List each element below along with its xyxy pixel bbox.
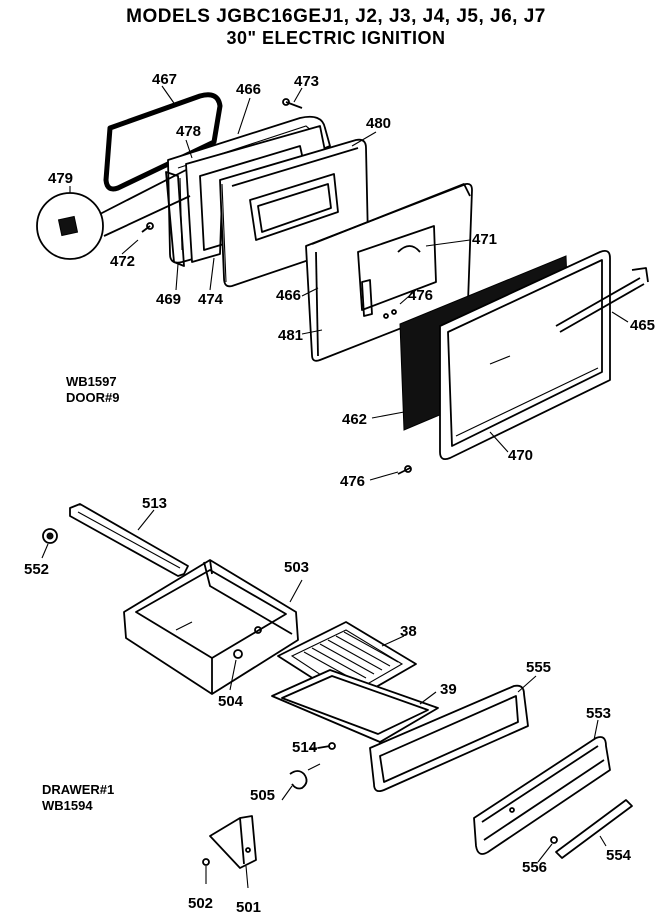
callout-501: 501	[236, 899, 261, 916]
callout-462: 462	[342, 411, 367, 428]
bracket-501	[209, 815, 257, 869]
callout-480: 480	[366, 115, 391, 132]
diagram-title: MODELS JGBC16GEJ1, J2, J3, J4, J5, J6, J…	[126, 6, 546, 27]
diagram-subtitle: 30" ELECTRIC IGNITION	[226, 28, 446, 48]
callout-38: 38	[400, 623, 417, 640]
callout-503: 503	[284, 559, 309, 576]
front-door-panel-470	[439, 249, 611, 461]
trim-strip-554	[555, 799, 633, 859]
drawer-body-503	[123, 559, 299, 695]
callout-504: 504	[218, 693, 244, 710]
broiler-grid-slots	[303, 631, 399, 683]
callout-514: 514	[292, 739, 318, 756]
callout-467: 467	[152, 71, 177, 88]
callout-470: 470	[508, 447, 533, 464]
door-label: DOOR#9	[66, 390, 119, 405]
callout-502: 502	[188, 895, 213, 912]
drawer-label: DRAWER#1	[42, 782, 114, 797]
callout-505: 505	[250, 787, 275, 804]
callout-553: 553	[586, 705, 611, 722]
callout-465: 465	[630, 317, 655, 334]
door-gasket-467	[103, 92, 223, 192]
leader-lines	[41, 85, 629, 889]
callout-479: 479	[48, 170, 73, 187]
callout-513: 513	[142, 495, 167, 512]
callout-555: 555	[526, 659, 551, 676]
drawer-part-number: WB1594	[42, 798, 93, 813]
door-handle-465	[555, 277, 641, 327]
callout-478: 478	[176, 123, 201, 140]
callout-472: 472	[110, 253, 135, 270]
callout-556: 556	[522, 859, 547, 876]
callout-466-upper: 466	[236, 81, 261, 98]
callout-476-lower: 476	[340, 473, 365, 490]
callout-471: 471	[472, 231, 497, 248]
callout-39: 39	[440, 681, 457, 698]
callout-466-lower: 466	[276, 287, 301, 304]
callout-554: 554	[606, 847, 632, 864]
callout-473: 473	[294, 73, 319, 90]
door-part-number: WB1597	[66, 374, 117, 389]
broiler-pan-39	[271, 669, 439, 743]
callout-474: 474	[198, 291, 224, 308]
callout-469: 469	[156, 291, 181, 308]
spring-505	[289, 770, 308, 790]
callout-481: 481	[278, 327, 303, 344]
drawer-front-555	[369, 684, 529, 793]
door-side-frame-469	[165, 171, 185, 267]
callout-476-upper: 476	[408, 287, 433, 304]
callout-552: 552	[24, 561, 49, 578]
